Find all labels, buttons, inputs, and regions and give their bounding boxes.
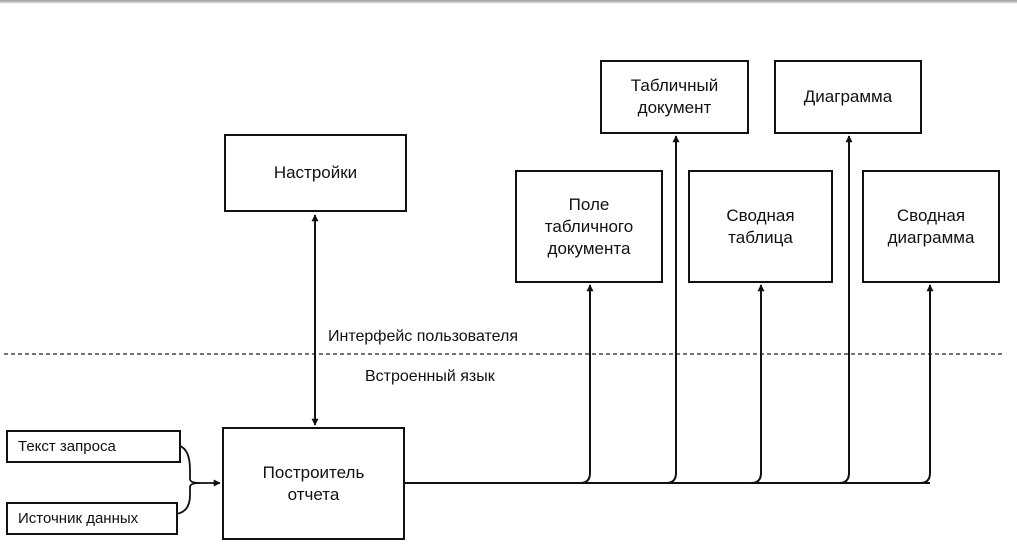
query-text-box: Текст запроса	[6, 430, 181, 463]
chart-label: Диаграмма	[803, 87, 893, 106]
settings-label: Настройки	[273, 163, 358, 182]
pivot-chart-box: Сводная диаграмма	[862, 170, 1000, 283]
spreadsheet-field-branch	[579, 284, 594, 484]
query-text-label: Текст запроса	[18, 437, 116, 455]
built-in-language-label: Встроенный язык	[365, 368, 495, 385]
chart-branch	[838, 135, 853, 484]
query-text-connector	[179, 445, 221, 487]
scan-edge	[0, 0, 1017, 4]
spreadsheet-document-box: Табличный документ	[600, 60, 749, 134]
report-builder-box: Построитель отчета	[222, 427, 405, 540]
data-source-connector	[175, 482, 201, 515]
chart-box: Диаграмма	[774, 60, 922, 134]
pivot-chart-branch	[919, 284, 934, 484]
pivot-table-box: Сводная таблица	[688, 170, 833, 283]
spreadsheet-document-label: Табличный документ	[630, 76, 719, 117]
report-builder-label: Построитель отчета	[262, 462, 365, 504]
spreadsheet-document-branch	[665, 135, 680, 484]
user-interface-label: Интерфейс пользователя	[328, 328, 519, 345]
settings-box: Настройки	[224, 134, 407, 212]
spreadsheet-field-box: Поле табличного документа	[515, 170, 663, 283]
pivot-chart-label: Сводная диаграмма	[887, 205, 975, 247]
pivot-table-branch	[750, 284, 765, 484]
data-source-label: Источник данных	[18, 509, 139, 527]
data-source-box: Источник данных	[6, 502, 178, 535]
pivot-table-label: Сводная таблица	[726, 205, 795, 247]
spreadsheet-field-label: Поле табличного документа	[544, 194, 634, 258]
